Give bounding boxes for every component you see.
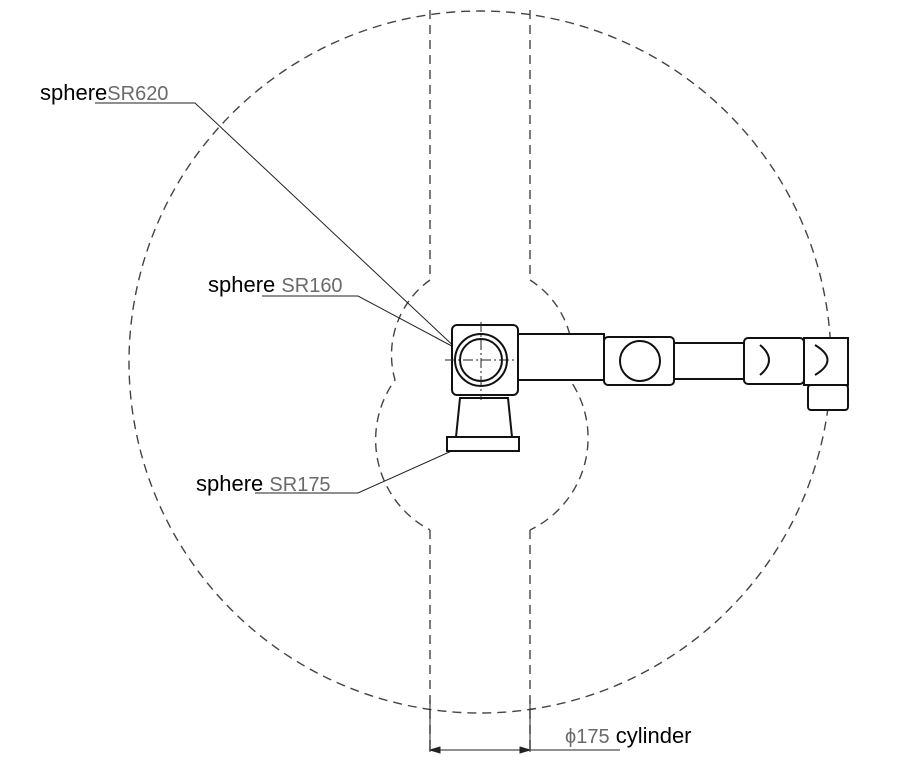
label-kind: sphere: [40, 80, 108, 105]
label-kind: sphere: [196, 471, 264, 496]
label-kind: sphere: [208, 272, 276, 297]
label-dim: SR175: [269, 474, 331, 496]
leader-sr620: [95, 102, 461, 353]
cylinder-upper-boundary: [429, 10, 531, 280]
label-outer-sphere: sphereSR620: [40, 80, 169, 105]
leader-sr160: [262, 295, 479, 361]
label-cylinder: ϕ175 cylinder: [565, 723, 692, 748]
label-dim: ϕ175: [565, 726, 610, 748]
robot-arm: [446, 324, 849, 452]
inner-spheres-boundary: [374, 279, 589, 531]
label-shoulder-sphere: sphere SR160: [208, 272, 343, 297]
label-dim: SR160: [281, 275, 343, 297]
label-base-sphere: sphere SR175: [196, 471, 331, 496]
label-dim: SR620: [107, 83, 169, 105]
label-kind: cylinder: [615, 723, 692, 748]
cylinder-lower-boundary: [429, 530, 531, 750]
leader-sr175: [255, 435, 486, 494]
